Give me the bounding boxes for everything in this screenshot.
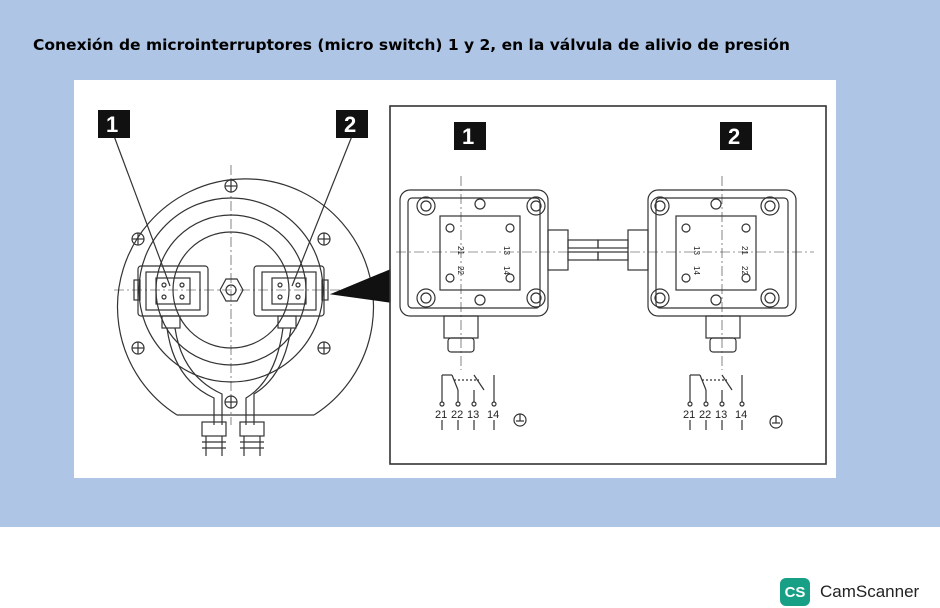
- box1-terminal-13: 13: [502, 246, 511, 255]
- circuit2-terminal-14: 14: [735, 409, 747, 421]
- cables: [161, 315, 297, 456]
- circuit1-terminal-21: 21: [435, 409, 447, 421]
- switch-box-1: [133, 265, 209, 317]
- detail-label-1: 1: [462, 124, 474, 149]
- circuit2-terminal-21: 21: [683, 409, 695, 421]
- detail-label-2: 2: [728, 124, 740, 149]
- circuit-symbol-2: [687, 374, 783, 430]
- detail-switch-2: [597, 189, 797, 353]
- box1-terminal-21: 21: [456, 246, 465, 255]
- circuit-symbol-1: [439, 374, 527, 430]
- label-1: 1: [106, 112, 118, 137]
- box1-terminal-22: 22: [456, 266, 465, 275]
- camscanner-badge: CS: [780, 578, 810, 606]
- detail-label-box-2: [720, 122, 752, 150]
- zoom-pointer: [329, 269, 391, 303]
- box2-terminal-13: 13: [692, 246, 701, 255]
- detail-switch-1: [399, 189, 599, 353]
- center-nut: [219, 278, 244, 302]
- circuit2-terminal-13: 13: [715, 409, 727, 421]
- circuit1-terminal-22: 22: [451, 409, 463, 421]
- circuit1-terminal-14: 14: [487, 409, 499, 421]
- label-box-1: [98, 110, 130, 138]
- camscanner-watermark: CS CamScanner: [780, 578, 919, 606]
- label-2: 2: [344, 112, 356, 137]
- box2-terminal-21: 21: [740, 246, 749, 255]
- leader-line-1: [113, 135, 171, 287]
- switch-box-2: [253, 265, 329, 317]
- camscanner-name: CamScanner: [820, 582, 920, 601]
- detail-frame: [389, 105, 827, 465]
- box2-terminal-22: 22: [740, 266, 749, 275]
- label-box-2: [336, 110, 368, 138]
- box2-terminal-14: 14: [692, 266, 701, 275]
- circuit2-terminal-22: 22: [699, 409, 711, 421]
- leader-line-2: [291, 135, 353, 287]
- page-title: Conexión de microinterruptores (micro sw…: [33, 36, 790, 54]
- slide-background: Conexión de microinterruptores (micro sw…: [0, 0, 940, 527]
- detail-label-box-1: [454, 122, 486, 150]
- connection-diagram: 1 2 1 2 21 22 13 14 21 22 13 14 21 22 13…: [98, 105, 827, 465]
- figure: 1 2 1 2 21 22 13 14 21 22 13 14 21 22 13…: [74, 80, 836, 478]
- box1-terminal-14: 14: [502, 266, 511, 275]
- circuit1-terminal-13: 13: [467, 409, 479, 421]
